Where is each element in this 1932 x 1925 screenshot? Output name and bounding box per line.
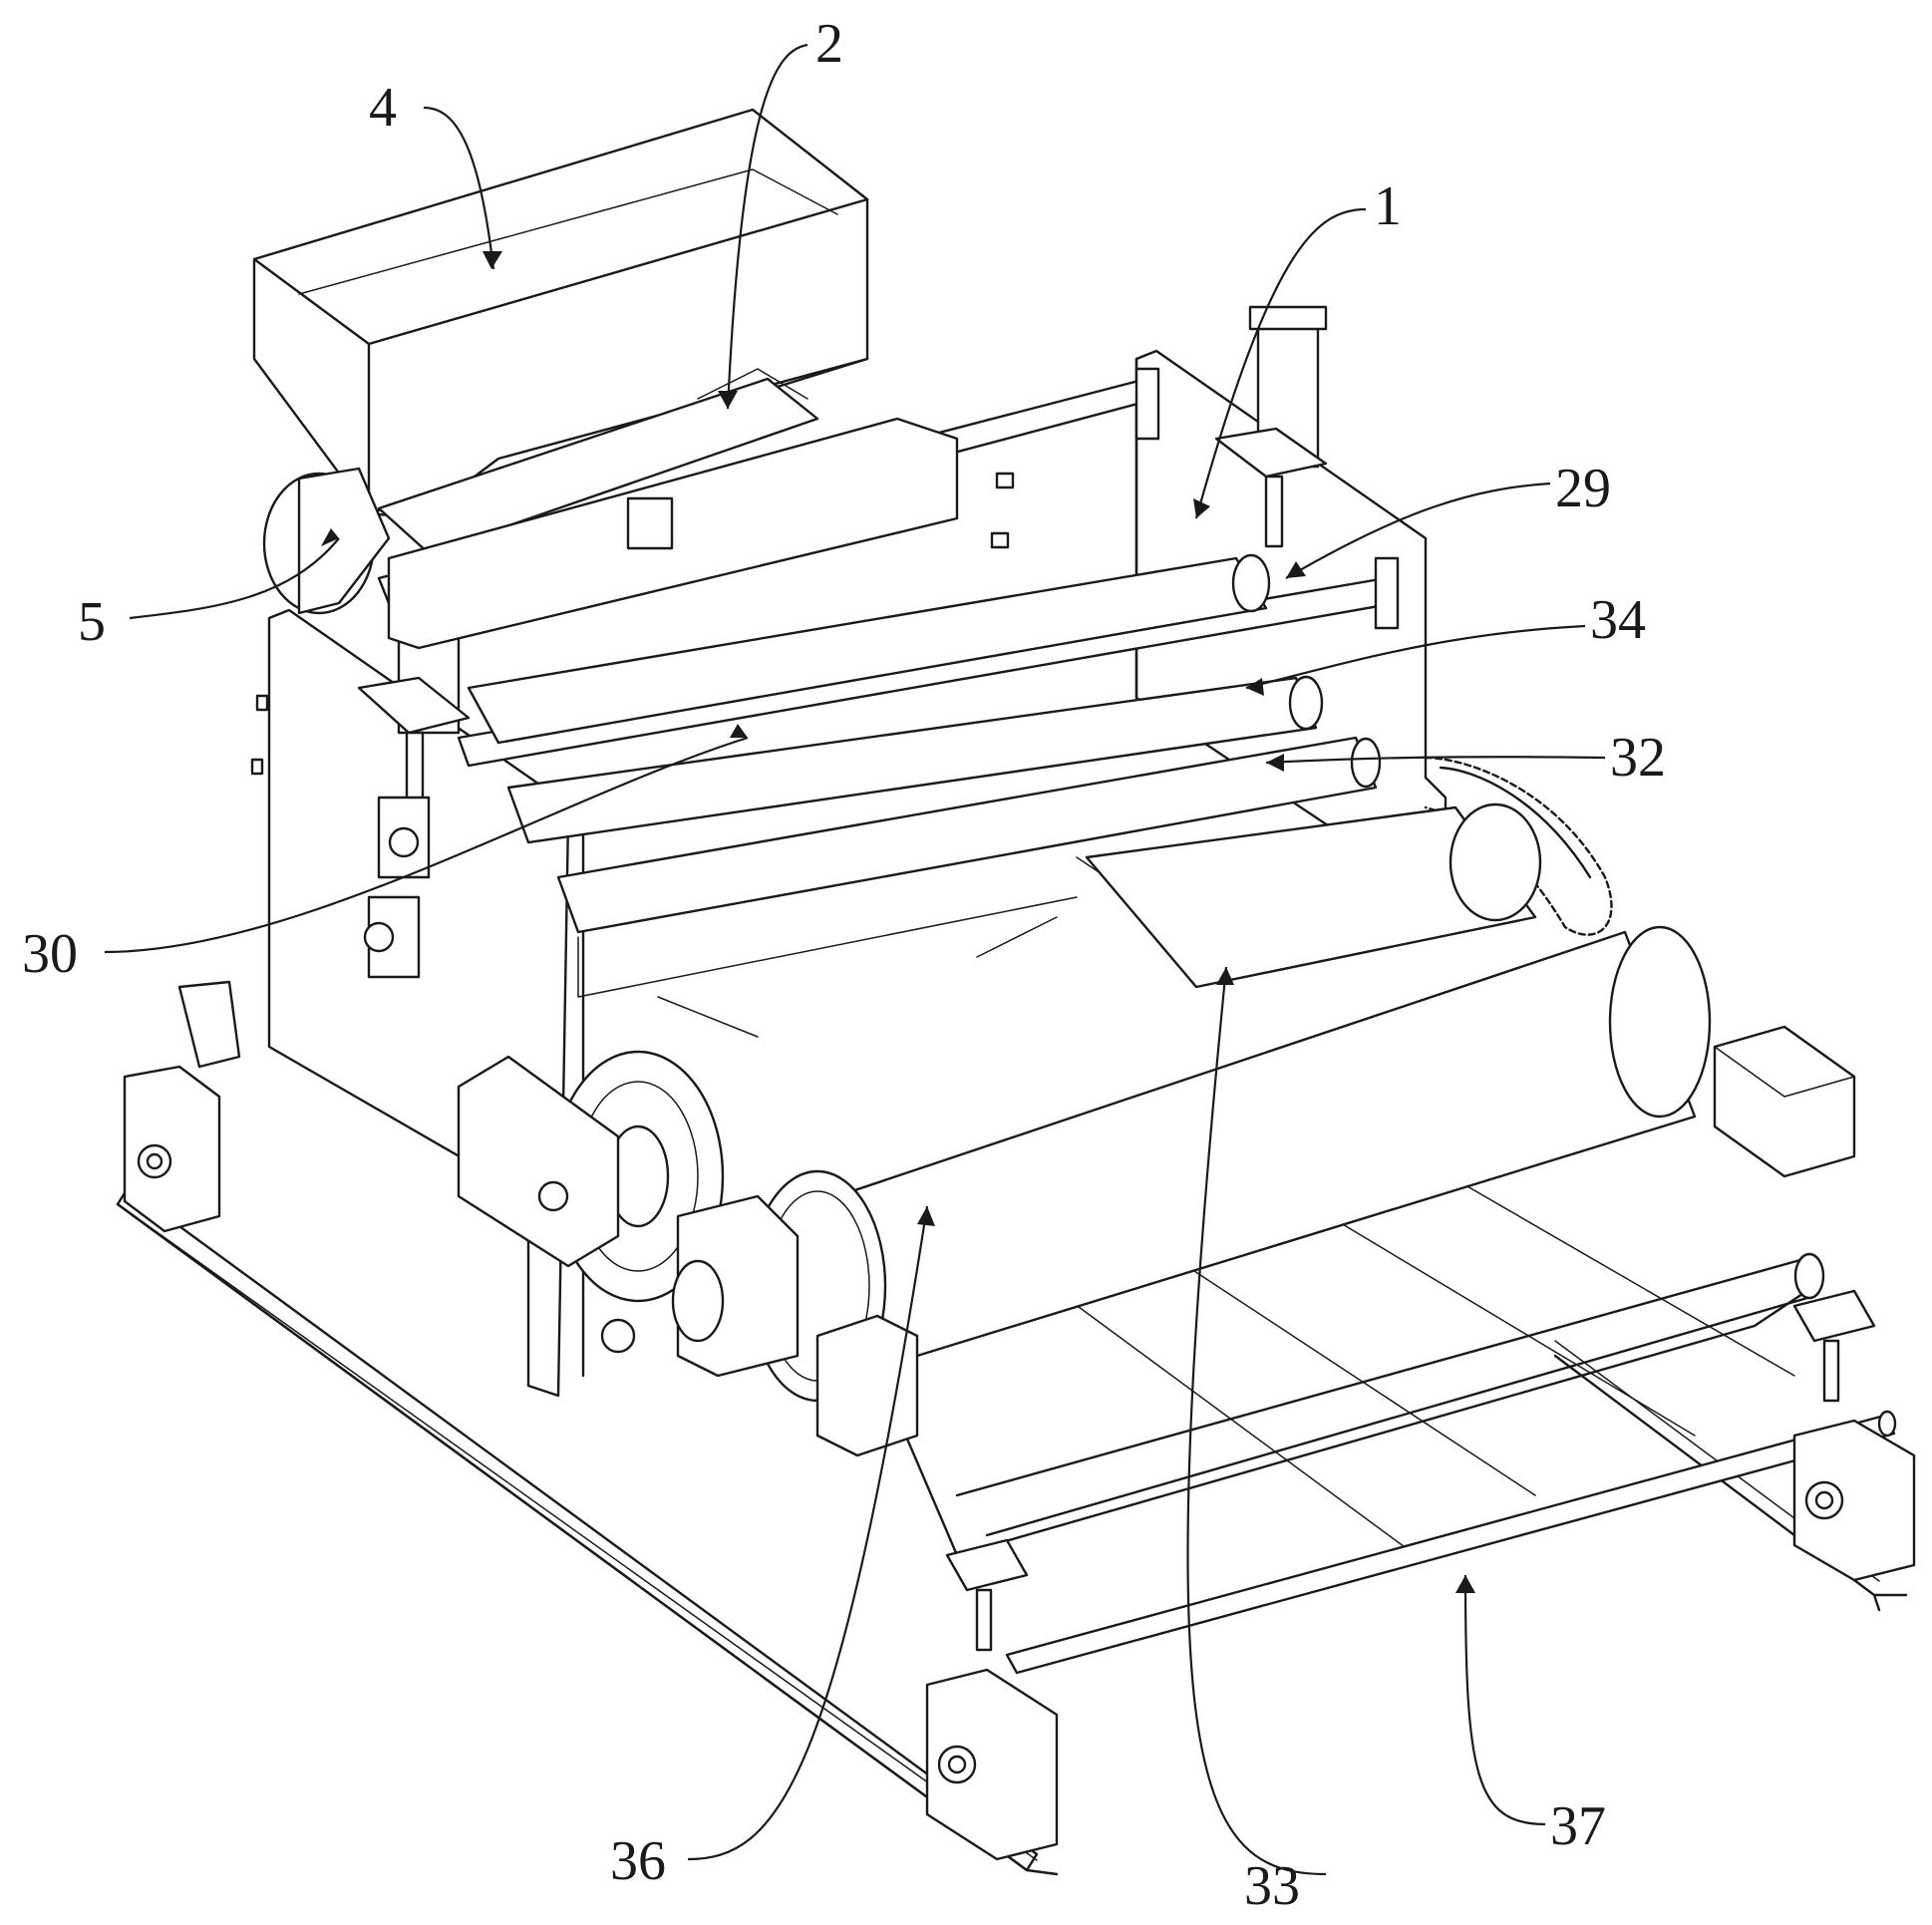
cylinder-right	[1214, 305, 1328, 548]
foot-left-front	[925, 1668, 1059, 1861]
leader-arrowheads	[321, 251, 1475, 1593]
callout-36: 36	[610, 1830, 666, 1892]
part-32-roller	[556, 736, 1382, 934]
callout-5: 5	[78, 591, 106, 653]
foot-left-rear	[123, 980, 241, 1233]
callout-33: 33	[1244, 1855, 1300, 1917]
callout-4: 4	[369, 77, 397, 139]
callout-30: 30	[22, 923, 78, 985]
callout-29: 29	[1555, 458, 1611, 519]
lower-frame	[895, 1155, 1825, 1557]
part-37-lower-rod	[1005, 1410, 1897, 1675]
left-side-plate	[250, 608, 636, 1398]
foot-right-front	[1792, 1419, 1916, 1582]
callout-1: 1	[1374, 175, 1402, 237]
part-33-large-drum	[1085, 802, 1542, 989]
part-29-roller	[467, 553, 1271, 745]
feeder-housing	[387, 417, 1015, 650]
left-bearing-block	[457, 1055, 620, 1268]
leader-lines	[104, 43, 1606, 1876]
adjuster-bracket-right	[1792, 1289, 1876, 1403]
callout-32: 32	[1610, 727, 1666, 789]
front-bearing-block	[671, 1194, 919, 1457]
part-2-feed-trough	[377, 368, 819, 555]
callout-2: 2	[815, 13, 843, 75]
callout-34: 34	[1590, 589, 1646, 651]
adjuster-bracket-front	[945, 1538, 1029, 1652]
right-bearing-block	[1713, 1025, 1856, 1178]
part-4-hopper	[252, 108, 869, 520]
cylinder-left	[357, 561, 471, 979]
callout-37: 37	[1550, 1795, 1606, 1857]
part-34-roller	[506, 675, 1324, 844]
